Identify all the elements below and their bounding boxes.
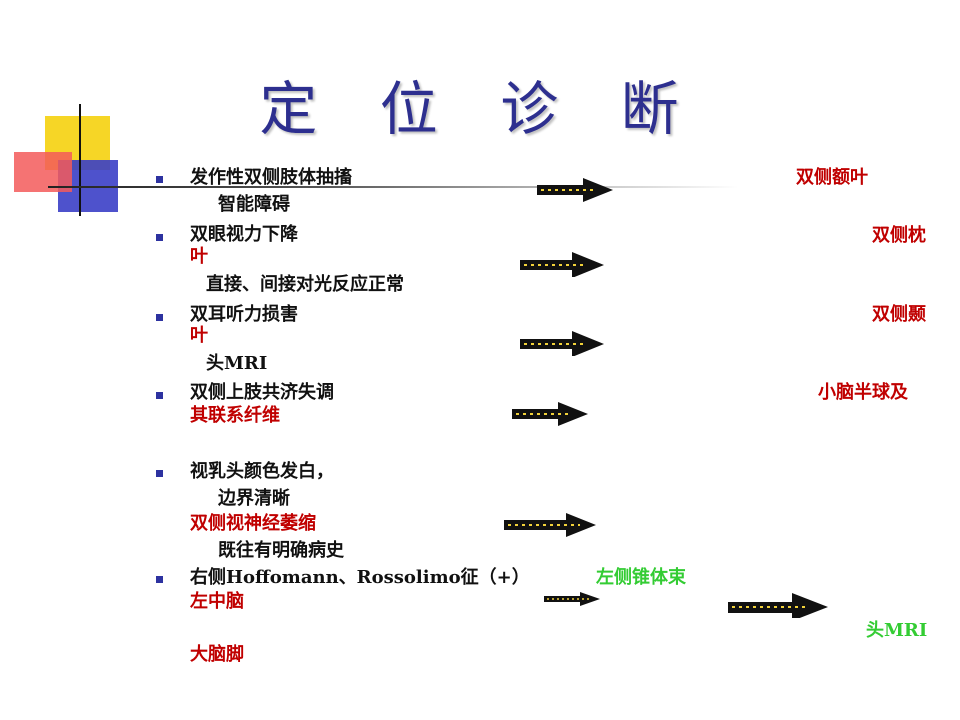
right-arrow-icon: [544, 592, 600, 606]
item-5-result: 双侧视神经萎缩: [190, 513, 316, 534]
right-arrow-icon: [728, 593, 828, 618]
item-4-result-part1: 小脑半球及: [818, 382, 908, 403]
item-3-result-part1: 双侧颞: [872, 304, 926, 325]
right-arrow-icon: [537, 178, 613, 202]
item-3-line1: 双耳听力损害: [190, 304, 298, 325]
bullet-icon: [156, 576, 163, 583]
right-arrow-icon: [504, 513, 596, 537]
item-1-line2: 智能障碍: [218, 194, 290, 215]
decorative-red-square: [14, 152, 72, 192]
item-6-result: 左侧锥体束: [596, 567, 686, 588]
item-3-result-part2: 叶: [190, 325, 208, 346]
bullet-icon: [156, 234, 163, 241]
item-6-green2: 头MRI: [866, 620, 928, 641]
right-arrow-icon: [512, 402, 588, 426]
item-5-line1: 视乳头颜色发白，: [190, 461, 334, 482]
right-arrow-icon: [520, 252, 604, 277]
page-title: 定 位 诊 断: [259, 75, 701, 143]
item-4-line1: 双侧上肢共济失调: [190, 382, 334, 403]
item-5-line3: 既往有明确病史: [218, 540, 344, 561]
bullet-icon: [156, 392, 163, 399]
right-arrow-icon: [520, 331, 604, 356]
decorative-horizontal-line: [48, 186, 738, 188]
item-3-line2: 头MRI: [206, 353, 268, 374]
item-2-line2: 直接、间接对光反应正常: [206, 274, 404, 295]
item-6-red1: 左中脑: [190, 591, 244, 612]
item-2-line1: 双眼视力下降: [190, 224, 298, 245]
bullet-icon: [156, 314, 163, 321]
item-1-line1: 发作性双侧肢体抽搐: [190, 167, 352, 188]
bullet-icon: [156, 470, 163, 477]
item-2-result-part2: 叶: [190, 246, 208, 267]
item-4-result-part2: 其联系纤维: [190, 405, 280, 426]
item-6-line1: 右侧Hoffomann、Rossolimo征（+）: [190, 567, 530, 588]
decorative-vertical-line: [79, 104, 81, 216]
item-2-result-part1: 双侧枕: [872, 225, 926, 246]
item-1-result: 双侧额叶: [796, 167, 868, 188]
item-6-red2: 大脑脚: [190, 644, 244, 665]
bullet-icon: [156, 176, 163, 183]
item-5-line2: 边界清晰: [218, 488, 290, 509]
